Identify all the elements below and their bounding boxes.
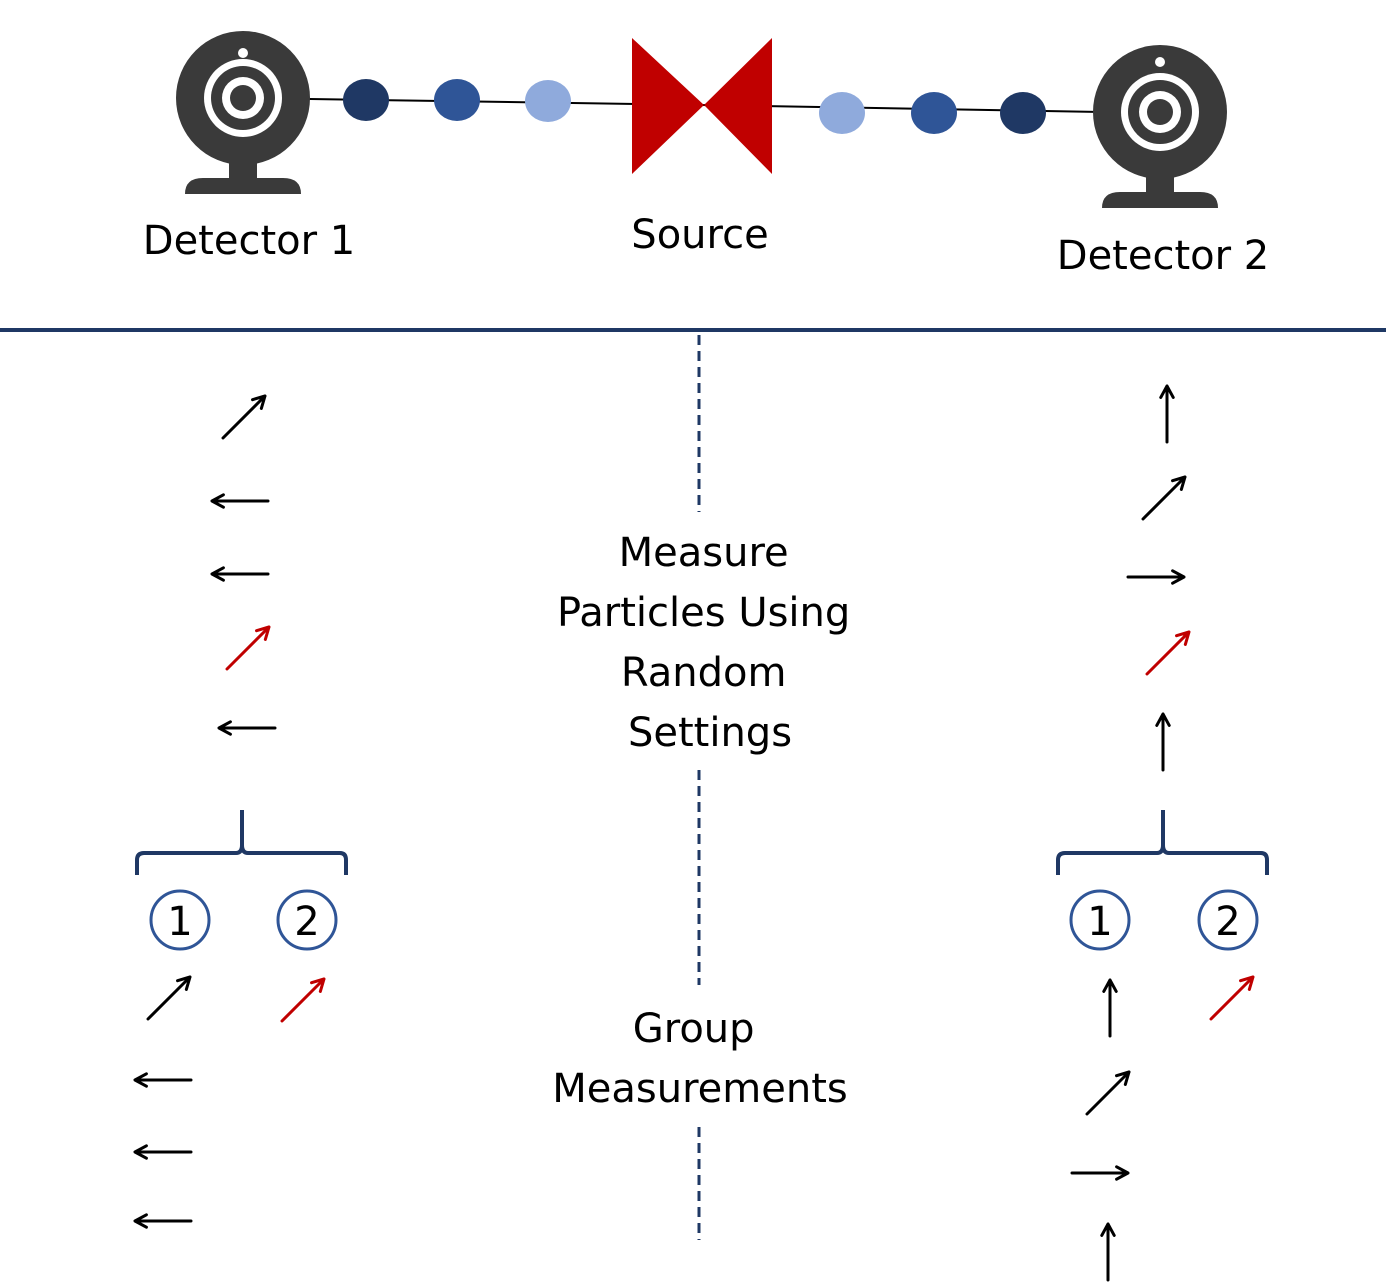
particle-dark-left bbox=[343, 79, 389, 121]
grouped-arrow-detector-2-group-1-1 bbox=[1102, 978, 1118, 1038]
particles-right bbox=[819, 92, 1046, 134]
step-measure-text: Measure Particles Using Random Settings bbox=[557, 530, 863, 756]
grouping-brace-detector-1 bbox=[135, 810, 348, 875]
group-2-circle-detector-2 bbox=[1197, 889, 1259, 951]
particles-left bbox=[343, 79, 571, 122]
step-measure-line-3: Random bbox=[621, 650, 787, 696]
measurement-arrow-detector-2-2 bbox=[1141, 475, 1187, 521]
measurement-arrow-detector-2-3 bbox=[1126, 569, 1186, 585]
measurement-arrow-detector-1-3 bbox=[210, 566, 270, 582]
grouped-arrow-detector-1-group-1-2 bbox=[133, 1072, 193, 1088]
grouped-arrow-detector-1-group-1-4 bbox=[133, 1213, 193, 1229]
group-1-circle-detector-1 bbox=[149, 889, 211, 951]
measurement-arrow-detector-1-5 bbox=[217, 720, 277, 736]
group-1-number-detector-2: 1 bbox=[1087, 899, 1112, 945]
source-label: Source bbox=[631, 212, 768, 258]
grouped-arrow-detector-2-group-1-4 bbox=[1100, 1222, 1116, 1282]
experiment-setup: Detector 1 Source Detector 2 bbox=[143, 31, 1269, 279]
group-1-circle-detector-2 bbox=[1069, 889, 1131, 951]
group-2-number-detector-2: 2 bbox=[1215, 899, 1240, 945]
measurement-arrows bbox=[133, 384, 1255, 1282]
step-group-text: Group Measurements bbox=[552, 1006, 847, 1112]
grouped-arrow-detector-2-group-1-2 bbox=[1085, 1070, 1131, 1116]
grouped-arrow-detector-2-group-2-1 bbox=[1209, 975, 1255, 1021]
particle-light-right bbox=[819, 92, 865, 134]
webcam-icon bbox=[1093, 45, 1227, 208]
measurement-arrow-detector-2-1 bbox=[1159, 384, 1175, 444]
grouping-brace-detector-2 bbox=[1056, 810, 1269, 875]
measurement-arrow-detector-1-4 bbox=[225, 625, 271, 671]
grouped-arrow-detector-1-group-1-1 bbox=[146, 975, 192, 1021]
step-measure-line-2: Particles Using bbox=[557, 590, 850, 636]
step-group-line-2: Measurements bbox=[552, 1066, 847, 1112]
group-circles: 1 2 1 2 bbox=[149, 889, 1259, 951]
detector-2-label: Detector 2 bbox=[1057, 233, 1269, 279]
grouped-arrow-detector-1-group-1-3 bbox=[133, 1144, 193, 1160]
bowtie-icon bbox=[632, 38, 772, 174]
grouped-arrow-detector-2-group-1-3 bbox=[1070, 1165, 1130, 1181]
step-measure-line-4: Settings bbox=[628, 710, 792, 756]
step-group-line-1: Group bbox=[633, 1006, 755, 1052]
measurement-arrow-detector-1-2 bbox=[210, 493, 270, 509]
grouped-arrow-detector-1-group-2-1 bbox=[280, 977, 326, 1023]
particle-mid-left bbox=[434, 79, 480, 121]
step-measure-line-1: Measure bbox=[619, 530, 789, 576]
group-2-number-detector-1: 2 bbox=[294, 899, 319, 945]
particle-dark-right bbox=[1000, 92, 1046, 134]
particle-mid-right bbox=[911, 92, 957, 134]
webcam-icon bbox=[176, 31, 310, 194]
group-2-circle-detector-1 bbox=[276, 889, 338, 951]
measurement-arrow-detector-2-4 bbox=[1145, 630, 1191, 676]
group-1-number-detector-1: 1 bbox=[167, 899, 192, 945]
particle-light-left bbox=[525, 80, 571, 122]
measurement-arrow-detector-1-1 bbox=[221, 394, 267, 440]
detector-1-label: Detector 1 bbox=[143, 218, 355, 264]
measurement-arrow-detector-2-5 bbox=[1155, 712, 1171, 772]
